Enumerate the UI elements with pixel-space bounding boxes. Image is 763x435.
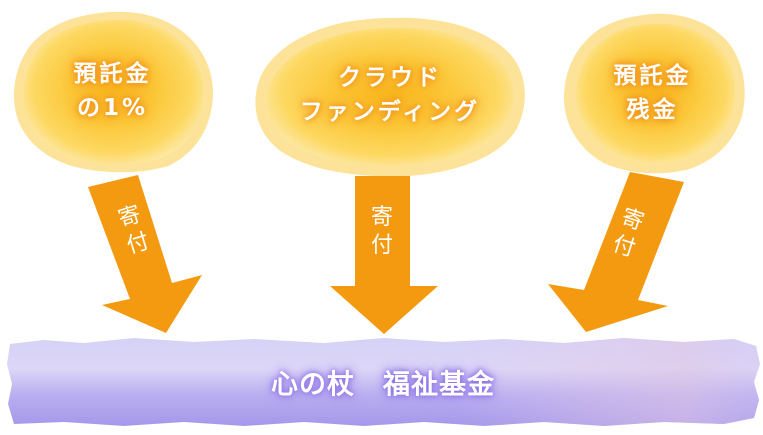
watercolor-blob-icon	[564, 13, 745, 174]
arrow-down-left-icon	[548, 172, 684, 332]
watercolor-blob-icon	[14, 11, 214, 173]
source-crowdfunding: クラウド ファンディング	[250, 12, 530, 177]
watercolor-band-icon	[7, 338, 760, 426]
arrow-down-right-icon	[88, 175, 202, 333]
source-deposit-1pct: 預託金 の1%	[10, 8, 215, 173]
donation-arrow-left: 寄付	[80, 175, 220, 335]
arrow-label: 寄付	[370, 205, 393, 258]
watercolor-blob-icon	[255, 17, 525, 177]
arrow-down-icon	[330, 176, 438, 334]
destination-label: 心の杖 福祉基金	[271, 369, 495, 401]
source-label: 預託金 残金	[613, 62, 692, 123]
source-label: 預託金 の1%	[73, 60, 152, 121]
donation-arrow-right: 寄付	[548, 172, 688, 334]
destination-fund-band: 心の杖 福祉基金	[4, 334, 762, 430]
donation-arrow-center: 寄付	[330, 176, 440, 334]
source-label: クラウド ファンディング	[299, 64, 481, 125]
source-deposit-remainder: 預託金 残金	[560, 10, 745, 175]
